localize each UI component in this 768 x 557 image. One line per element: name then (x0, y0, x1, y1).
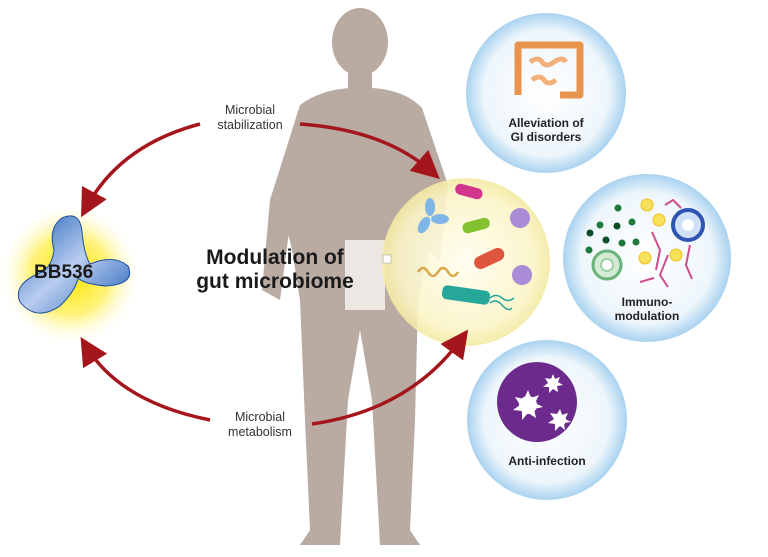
outcome-bubble-gi (466, 13, 626, 173)
outcome-gi-line1: Alleviation of (508, 116, 584, 130)
outcome-immuno-line2: modulation (614, 309, 680, 323)
coccus-icon (510, 208, 530, 228)
coccus-icon (512, 265, 532, 285)
outcome-bubble-immuno (563, 174, 731, 342)
outcome-gi-line2: GI disorders (510, 130, 582, 144)
stabilization-arrows (81, 122, 440, 218)
bifidobacterium-icon (417, 198, 449, 234)
bb536-probiotic-icon (0, 203, 142, 347)
stabilization-label: Microbial stabilization (195, 103, 305, 133)
spiral-bacterium-icon (416, 266, 460, 278)
outcome-infection-label: Anti-infection (487, 454, 607, 468)
stabilization-label-line1: Microbial (224, 103, 275, 117)
rod-bacterium-icon (474, 247, 505, 269)
center-title: Modulation of gut microbiome (180, 246, 370, 294)
center-title-line1: Modulation of (206, 246, 344, 269)
outcome-gi-label: Alleviation of GI disorders (486, 116, 606, 144)
outcome-bubble-infection (467, 340, 627, 500)
metabolism-label: Microbial metabolism (205, 410, 315, 440)
outcome-infection-line1: Anti-infection (508, 454, 586, 468)
metabolism-arrows (80, 329, 469, 426)
outcome-immuno-label: Immuno- modulation (597, 295, 697, 323)
pathogen-icon (497, 362, 577, 442)
flagellated-bacterium-icon (441, 285, 515, 311)
metabolism-label-line2: metabolism (228, 425, 292, 439)
outcome-immuno-line1: Immuno- (621, 295, 673, 309)
bacteria-icons (416, 183, 532, 311)
rod-bacterium-icon (455, 183, 483, 200)
center-label-backdrop (345, 240, 385, 310)
gut-microbiome-circle (382, 178, 550, 346)
intestine-icon (514, 41, 584, 99)
probiotic-label: BB536 (34, 262, 94, 283)
metabolism-label-line1: Microbial (234, 410, 285, 424)
stabilization-label-line2: stabilization (217, 118, 283, 132)
center-title-line2: gut microbiome (196, 270, 354, 293)
immune-cells-icon (585, 198, 705, 288)
rod-bacterium-icon (462, 217, 490, 234)
